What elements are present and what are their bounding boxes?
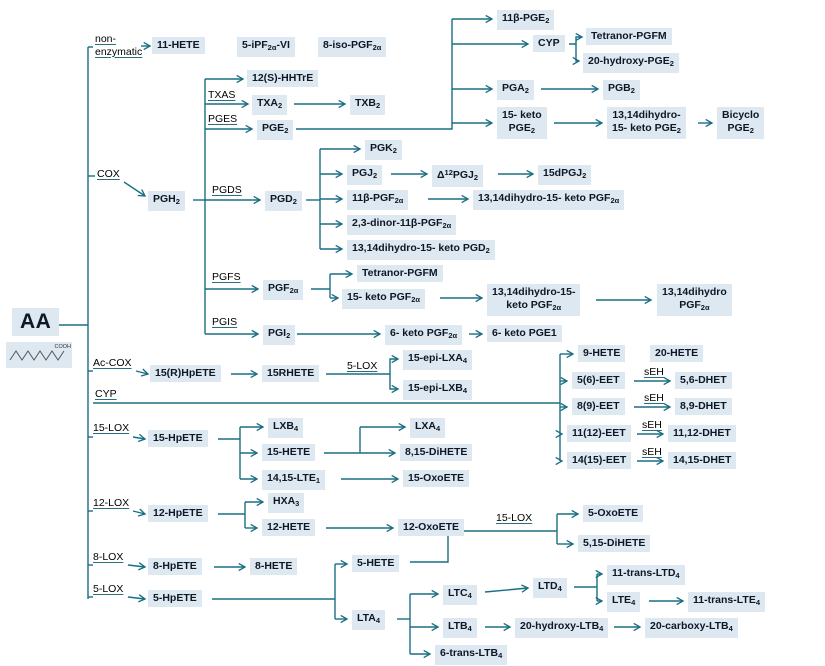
- node-20-hete: 20-HETE: [650, 345, 704, 362]
- node-1314dihydro-15-keto-pgd2: 13,14dihydro-15- keto PGD2: [347, 240, 495, 260]
- aa-structure-icon: COOH: [6, 342, 72, 368]
- node-hxa3: HXA3: [268, 493, 305, 513]
- seh-label-2: sEH: [644, 392, 664, 404]
- node-12s-hhtre: 12(S)-HHTrE: [247, 70, 319, 87]
- node-txa2: TXA2: [252, 95, 288, 115]
- node-lte4: LTE4: [607, 592, 641, 612]
- node-lxa4: LXA4: [410, 418, 446, 438]
- node-8-hpete: 8-HpETE: [148, 558, 202, 575]
- pgfs-label: PGFS: [212, 271, 241, 283]
- 12-lox-label: 12-LOX: [93, 497, 130, 509]
- node-8-9-eet: 8(9)-EET: [572, 398, 625, 415]
- node-9-hete: 9-HETE: [578, 345, 626, 362]
- seh-label-1: sEH: [644, 366, 664, 378]
- node-12-hpete: 12-HpETE: [148, 505, 208, 522]
- node-cyp-box: CYP: [533, 35, 565, 52]
- node-5-6-dhet: 5,6-DHET: [675, 372, 732, 389]
- node-6-keto-pge1: 6- keto PGE1: [487, 325, 562, 342]
- cox-label: COX: [97, 168, 120, 180]
- seh-label-3: sEH: [642, 419, 662, 431]
- node-15-epi-lxb4: 15-epi-LXB4: [403, 380, 473, 400]
- ac-cox-label: Ac-COX: [93, 357, 132, 369]
- node-ltc4: LTC4: [443, 585, 477, 605]
- node-5-ipf2a-vi: 5-iPF2α-VI: [237, 37, 295, 57]
- node-15-hete: 15-HETE: [262, 444, 316, 461]
- node-8-9-dhet: 8,9-DHET: [675, 398, 732, 415]
- node-1314dihydro-15-keto-pge2: 13,14dihydro-15- keto PGE2: [607, 107, 686, 139]
- node-11b-pgf2a: 11β-PGF2α: [347, 190, 409, 210]
- node-5-6-eet: 5(6)-EET: [572, 372, 625, 389]
- pges-label: PGES: [208, 113, 238, 125]
- 8-lox-label: 8-LOX: [93, 551, 124, 563]
- node-11-12-dhet: 11,12-DHET: [668, 425, 736, 442]
- node-11-trans-lte4: 11-trans-LTE4: [688, 592, 765, 612]
- node-20-carboxy-ltb4: 20-carboxy-LTB4: [645, 618, 738, 638]
- node-15d-pgj2: 15dPGJ2: [538, 165, 592, 185]
- node-15-keto-pgf2a: 15- keto PGF2α: [342, 289, 425, 309]
- seh-label-4: sEH: [642, 446, 662, 458]
- node-5-hete: 5-HETE: [352, 555, 400, 572]
- cooh-label: COOH: [54, 344, 72, 350]
- node-6-trans-ltb4: 6-trans-LTB4: [435, 645, 508, 665]
- node-15r-hpete: 15(R)HpETE: [150, 365, 221, 382]
- cyp-left-label: CYP: [95, 388, 117, 400]
- node-8-15-dihete: 8,15-DiHETE: [400, 444, 473, 461]
- node-tetranor-pgfm-2: Tetranor-PGFM: [357, 265, 443, 282]
- node-11-trans-ltd4: 11-trans-LTD4: [607, 565, 685, 585]
- node-pge2: PGE2: [257, 120, 294, 140]
- node-pgf2a: PGF2α: [263, 280, 304, 300]
- pgis-label: PGIS: [212, 316, 238, 328]
- node-23-dinor-11b-pgf2a: 2,3-dinor-11β-PGF2α: [347, 215, 457, 235]
- node-pgk2: PGK2: [365, 140, 402, 160]
- node-15r-hete: 15RHETE: [262, 365, 320, 382]
- node-20-hydroxy-pge2: 20-hydroxy-PGE2: [583, 53, 679, 73]
- node-14-15-dhet: 14,15-DHET: [668, 452, 737, 469]
- 15-lox-left-label: 15-LOX: [93, 422, 130, 434]
- node-ltb4: LTB4: [443, 618, 477, 638]
- node-lxb4: LXB4: [268, 418, 304, 438]
- txas-label: TXAS: [208, 89, 236, 101]
- 5-lox-left-label: 5-LOX: [93, 583, 124, 595]
- node-15-hpete: 15-HpETE: [148, 430, 208, 447]
- node-tetranor-pgfm-1: Tetranor-PGFM: [586, 28, 672, 45]
- node-8-iso-pgf2a: 8-iso-PGF2α: [318, 37, 387, 57]
- node-pgj2: PGJ2: [347, 165, 383, 185]
- node-8-hete: 8-HETE: [250, 558, 298, 575]
- node-txb2: TXB2: [350, 95, 386, 115]
- pgds-label: PGDS: [212, 184, 242, 196]
- 5-lox-mid-label: 5-LOX: [347, 360, 378, 372]
- node-14-15-lte1: 14,15-LTE1: [262, 470, 325, 490]
- node-pgb2: PGB2: [603, 80, 640, 100]
- 15-lox-mid-label: 15-LOX: [496, 512, 533, 524]
- node-pgh2: PGH2: [148, 191, 185, 211]
- node-12-oxoete: 12-OxoETE: [398, 519, 465, 536]
- node-1314dihydro-15-keto-pgf2a-a: 13,14dihydro-15- keto PGF2α: [473, 190, 625, 210]
- node-delta12-pgj2: Δ12PGJ2: [432, 165, 484, 187]
- node-11-hete: 11-HETE: [152, 37, 205, 54]
- node-12-hete: 12-HETE: [262, 519, 316, 536]
- node-lta4: LTA4: [352, 610, 386, 630]
- node-14-15-eet: 14(15)-EET: [567, 452, 632, 469]
- node-pga2: PGA2: [497, 80, 534, 100]
- node-5-oxoete: 5-OxoETE: [583, 505, 644, 522]
- aa-root-label: AA: [12, 308, 60, 336]
- node-ltd4: LTD4: [533, 578, 567, 598]
- node-pgd2: PGD2: [265, 191, 302, 211]
- node-1314dihydro-15-keto-pgf2a-b: 13,14dihydro-15-keto PGF2α: [487, 284, 581, 316]
- node-11-12-eet: 11(12)-EET: [567, 425, 631, 442]
- node-5-15-dihete: 5,15-DiHETE: [578, 535, 651, 552]
- node-15-epi-lxa4: 15-epi-LXA4: [403, 350, 473, 370]
- node-15-oxoete: 15-OxoETE: [403, 470, 470, 487]
- non-enzymatic-label: non-enzymatic: [95, 33, 143, 58]
- node-11b-pge2: 11β-PGE2: [497, 10, 555, 30]
- node-6-keto-pgf2a: 6- keto PGF2α: [385, 325, 463, 345]
- node-20-hydroxy-ltb4: 20-hydroxy-LTB4: [515, 618, 609, 638]
- node-pgi2: PGI2: [263, 325, 296, 345]
- node-5-hpete: 5-HpETE: [148, 590, 202, 607]
